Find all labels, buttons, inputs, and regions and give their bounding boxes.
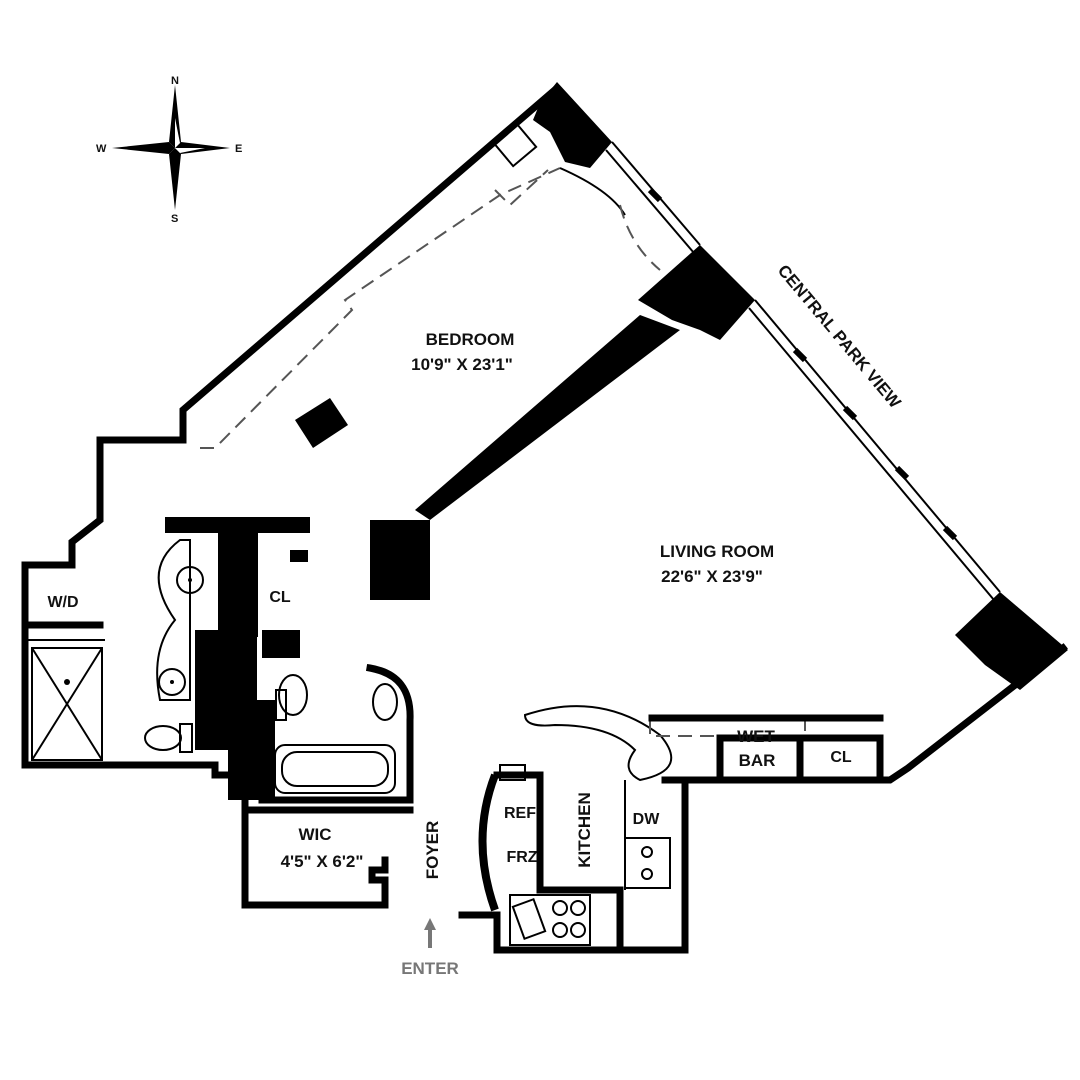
- wet-bar-label-1: WET: [737, 727, 775, 746]
- entry-arrow: [424, 918, 436, 948]
- ref-label: REF: [504, 805, 536, 822]
- bedroom-built-ins: [200, 122, 661, 449]
- wet-bar-area: [648, 714, 884, 782]
- living-room-name: LIVING ROOM: [660, 542, 774, 561]
- structural-masses: [165, 82, 1068, 800]
- bar-closet-label: CL: [830, 749, 852, 766]
- enter-label: ENTER: [401, 959, 459, 978]
- compass-west-label: W: [96, 143, 107, 155]
- wet-bar-label-2: BAR: [739, 751, 776, 770]
- compass-north-label: N: [171, 75, 179, 87]
- foyer-label: FOYER: [423, 821, 442, 880]
- wic-size: 4'5" X 6'2": [281, 852, 364, 871]
- living-room-size: 22'6" X 23'9": [661, 567, 763, 586]
- bathroom-walls: [21, 539, 414, 804]
- central-park-view-label: CENTRAL PARK VIEW: [774, 261, 905, 412]
- bedroom-name: BEDROOM: [426, 330, 515, 349]
- compass-east-label: E: [235, 143, 242, 155]
- kitchen-label: KITCHEN: [575, 792, 594, 868]
- wic-walls: [241, 806, 414, 909]
- compass-south-label: S: [171, 213, 178, 225]
- wic-name: WIC: [298, 825, 331, 844]
- bedroom-size: 10'9" X 23'1": [411, 355, 513, 374]
- park-windows: [605, 141, 1001, 601]
- kitchen-fixtures: [478, 705, 689, 954]
- bath-closet-label: CL: [269, 589, 291, 606]
- compass-rose: N S W E: [96, 75, 242, 225]
- frz-label: FRZ: [506, 849, 537, 866]
- dw-label: DW: [633, 811, 661, 828]
- wd-label: W/D: [47, 594, 78, 611]
